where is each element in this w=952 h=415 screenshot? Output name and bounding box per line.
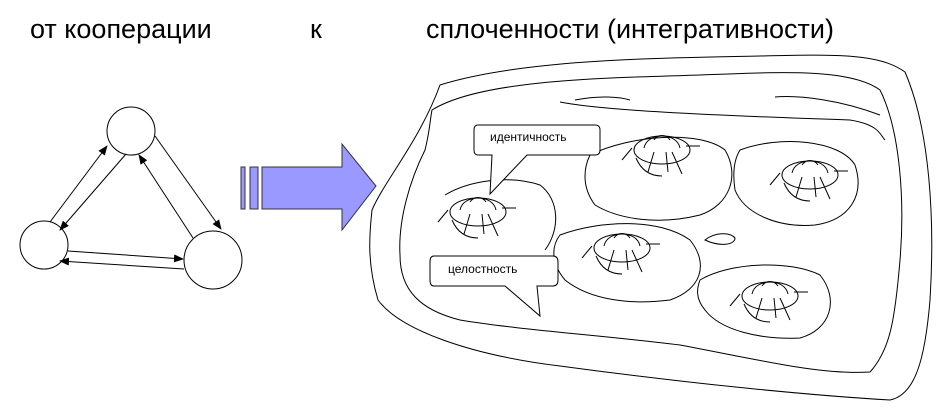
callout-identity-text: идентичность xyxy=(490,130,567,144)
edge-right-to-left xyxy=(59,257,185,270)
cohesion-sketch xyxy=(369,54,933,401)
island-left xyxy=(444,179,557,251)
island-right xyxy=(733,141,859,226)
transition-arrow xyxy=(240,142,377,232)
title-cohesion: сплоченности (интегративности) xyxy=(426,14,834,44)
title-from-cooperation: от кооперации xyxy=(30,14,212,44)
edge-right-to-top xyxy=(138,154,194,239)
dome-icon xyxy=(621,135,700,177)
node-right xyxy=(183,230,243,290)
edge-left-to-top xyxy=(49,145,108,223)
edge-top-to-right xyxy=(154,135,222,230)
island-bottom-right xyxy=(697,264,831,339)
edge-left-to-right xyxy=(67,250,184,263)
callout-identity-bubble xyxy=(473,124,601,196)
node-top xyxy=(106,106,156,156)
node-left xyxy=(19,220,69,270)
dome-icon xyxy=(769,160,848,202)
dome-icon xyxy=(437,197,516,239)
group-domes xyxy=(437,135,848,323)
title-to: к xyxy=(310,14,322,44)
callout-integrity-bubble xyxy=(429,255,559,318)
callout-integrity-text: целостность xyxy=(448,262,518,276)
island-center-bottom xyxy=(553,223,701,303)
small-island xyxy=(704,233,736,245)
island-center-top xyxy=(584,136,733,221)
edge-top-to-left xyxy=(59,153,127,231)
outer-boundary xyxy=(369,54,933,401)
dome-icon xyxy=(729,281,808,323)
cooperation-network xyxy=(19,106,243,290)
inner-boundary xyxy=(399,72,903,373)
dome-icon xyxy=(581,233,660,275)
